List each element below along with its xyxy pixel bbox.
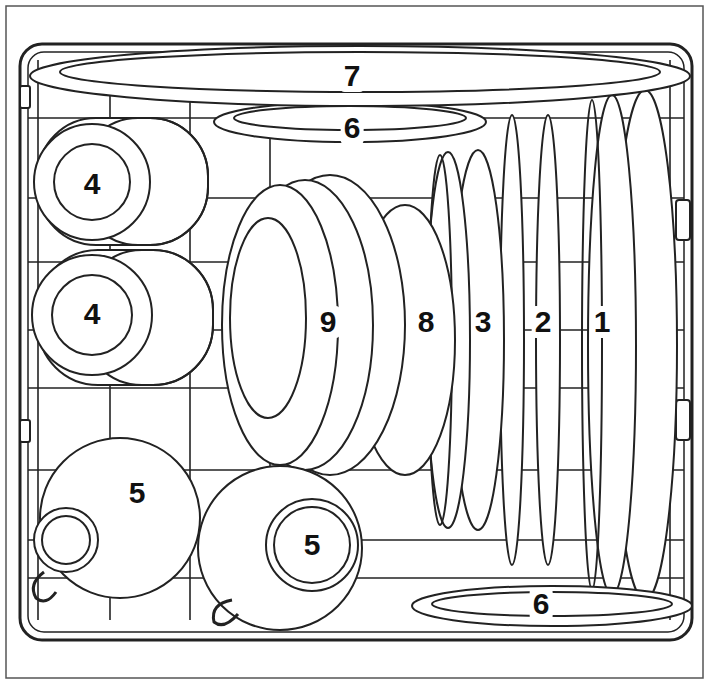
callout-number: 4 bbox=[81, 298, 104, 330]
callout-number: 6 bbox=[341, 112, 364, 144]
callout-number: 3 bbox=[472, 306, 495, 338]
callout-number: 5 bbox=[126, 477, 149, 509]
callout-number: 1 bbox=[591, 306, 614, 338]
callout-number: 7 bbox=[341, 60, 364, 92]
callout-number: 2 bbox=[532, 306, 555, 338]
callout-number: 4 bbox=[81, 168, 104, 200]
callout-number: 9 bbox=[317, 306, 340, 338]
callout-number: 8 bbox=[415, 306, 438, 338]
callout-number: 5 bbox=[301, 529, 324, 561]
callout-number: 6 bbox=[530, 588, 553, 620]
